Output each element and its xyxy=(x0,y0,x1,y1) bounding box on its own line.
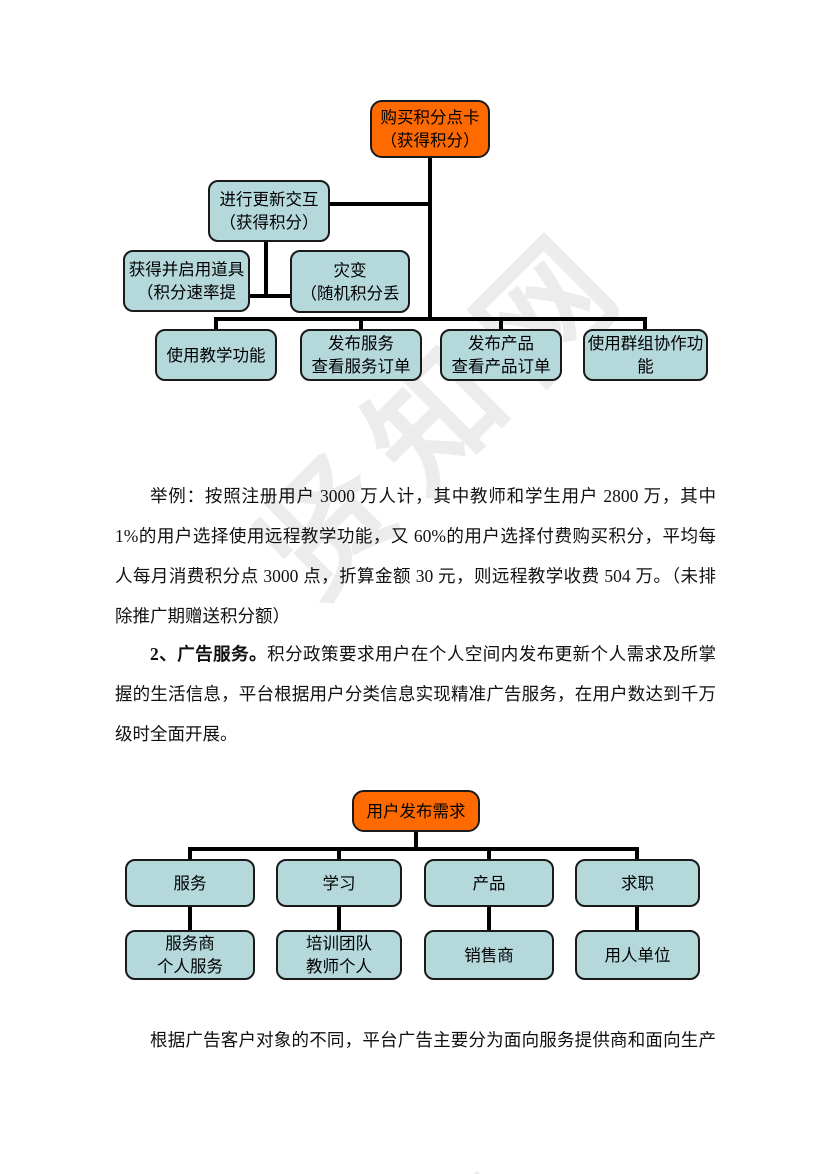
connector-drop xyxy=(635,851,639,860)
connector-vertical xyxy=(635,907,639,930)
text-line: 举例：按照注册用户 3000 万人计，其中教师和学生用户 2800 万，其中 xyxy=(150,486,716,506)
node-group-collaboration: 使用群组协作功 能 xyxy=(583,329,708,381)
connector-main-horizontal xyxy=(214,317,647,321)
node-job-seeking: 求职 xyxy=(575,859,700,907)
connector-vertical xyxy=(487,907,491,930)
node-publish-product: 发布产品 查看产品订单 xyxy=(440,329,562,381)
paragraph-ad-service: 2、广告服务。积分政策要求用户在个人空间内发布更新个人需求及所掌 握的生活信息，… xyxy=(115,634,716,754)
connector-props-disaster xyxy=(250,294,290,298)
connector-trunk xyxy=(428,158,432,321)
node-enable-props: 获得并启用道具 （积分速率提 xyxy=(123,250,250,312)
node-user-publish-demand: 用户发布需求 xyxy=(352,790,480,832)
connector-drop xyxy=(214,321,218,330)
node-service: 服务 xyxy=(125,859,255,907)
connector-main-horizontal xyxy=(188,847,639,851)
node-product: 产品 xyxy=(424,859,554,907)
node-training-team: 培训团队 教师个人 xyxy=(276,930,402,980)
node-service-provider: 服务商 个人服务 xyxy=(125,930,255,980)
node-publish-service: 发布服务 查看服务订单 xyxy=(300,329,422,381)
text-span: 积分政策要求用户在个人空间内发布更新个人需求及所掌 xyxy=(267,644,717,664)
connector-trunk xyxy=(414,832,418,849)
connector-drop xyxy=(487,851,491,860)
connector-interact-trunk xyxy=(330,202,428,206)
connector-drop xyxy=(188,851,192,860)
connector-drop xyxy=(359,321,363,330)
connector-drop xyxy=(499,321,503,330)
paragraph-example: 举例：按照注册用户 3000 万人计，其中教师和学生用户 2800 万，其中 1… xyxy=(115,476,716,636)
text-line: 级时全面开展。 xyxy=(115,724,238,744)
node-seller: 销售商 xyxy=(424,930,554,980)
text-line: 人每月消费积分点 3000 点，折算金额 30 元，则远程教学收费 504 万。… xyxy=(115,566,716,586)
node-study: 学习 xyxy=(276,859,402,907)
connector-vertical xyxy=(188,907,192,930)
text-line: 握的生活信息，平台根据用户分类信息实现精准广告服务，在用户数达到千万 xyxy=(115,684,716,704)
node-update-interact: 进行更新交互 （获得积分） xyxy=(208,180,330,242)
node-teaching-function: 使用教学功能 xyxy=(155,329,277,381)
connector-interact-down xyxy=(264,242,268,298)
node-buy-point-card: 购买积分点卡 （获得积分） xyxy=(370,100,490,158)
ad-service-heading: 2、广告服务。 xyxy=(150,644,268,664)
node-disaster: 灾变 （随机积分丢 xyxy=(290,250,410,313)
connector-drop xyxy=(643,321,647,330)
text-line: 1%的用户选择使用远程教学功能，又 60%的用户选择付费购买积分，平均每 xyxy=(115,526,716,546)
connector-drop xyxy=(337,851,341,860)
connector-vertical xyxy=(337,907,341,930)
paragraph-footer: 根据广告客户对象的不同，平台广告主要分为面向服务提供商和面向生产 xyxy=(115,1020,716,1060)
text-line: 2、广告服务。积分政策要求用户在个人空间内发布更新个人需求及所掌 xyxy=(115,634,716,674)
text-line: 除推广期赠送积分额） xyxy=(115,606,290,626)
node-employer: 用人单位 xyxy=(575,930,700,980)
watermark-text-bottom: 贤知网 xyxy=(142,1114,600,1174)
text-line: 根据广告客户对象的不同，平台广告主要分为面向服务提供商和面向生产 xyxy=(150,1030,716,1050)
